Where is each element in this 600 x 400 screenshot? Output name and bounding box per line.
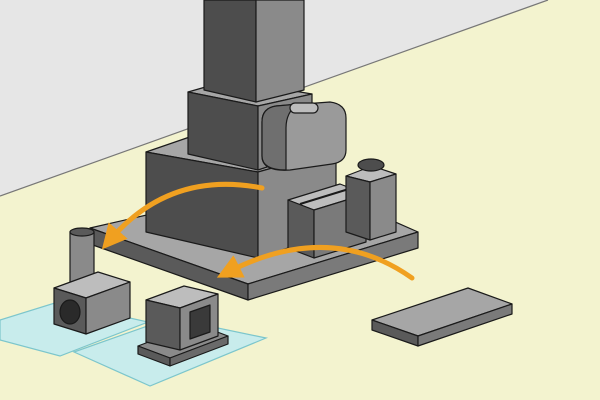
flat-slab <box>371 287 513 347</box>
lantern-frame <box>137 285 229 367</box>
move-arrow-left <box>101 181 265 250</box>
move-arrow-right <box>216 244 415 281</box>
small-stone-box <box>53 271 131 335</box>
tall-pillar <box>203 0 305 103</box>
rounded-stone <box>261 101 347 171</box>
incense-holder <box>345 158 397 241</box>
